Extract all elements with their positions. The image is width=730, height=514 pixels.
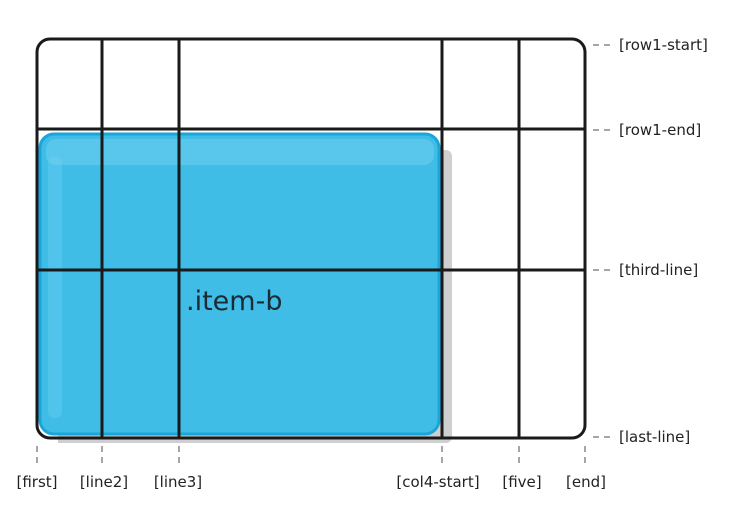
row-label-row1-end: [row1-end] (619, 121, 701, 139)
column-label-col4-start: [col4-start] (396, 473, 479, 491)
item-inner-edge (48, 156, 62, 418)
column-label-line2: [line2] (80, 473, 128, 491)
row-label-row1-start: [row1-start] (619, 36, 708, 54)
column-label-end: [end] (566, 473, 606, 491)
row-dashes (593, 44, 614, 438)
column-grid-lines (100, 39, 521, 438)
item-label: .item-b (186, 286, 282, 317)
row-line-labels: [row1-start] [row1-end] [third-line] [la… (619, 36, 708, 446)
column-label-first: [first] (16, 473, 57, 491)
grid-item (38, 132, 441, 436)
grid-container (35, 37, 587, 440)
item-area (38, 132, 441, 436)
row-grid-lines (37, 127, 585, 272)
column-line-labels: [first] [line2] [line3] [col4-start] [fi… (16, 473, 605, 491)
column-dashes (36, 446, 586, 466)
row-label-last-line: [last-line] (619, 428, 690, 446)
column-label-five: [five] (502, 473, 541, 491)
row-label-third-line: [third-line] (619, 261, 698, 279)
item-highlight (46, 139, 434, 165)
column-label-line3: [line3] (154, 473, 202, 491)
